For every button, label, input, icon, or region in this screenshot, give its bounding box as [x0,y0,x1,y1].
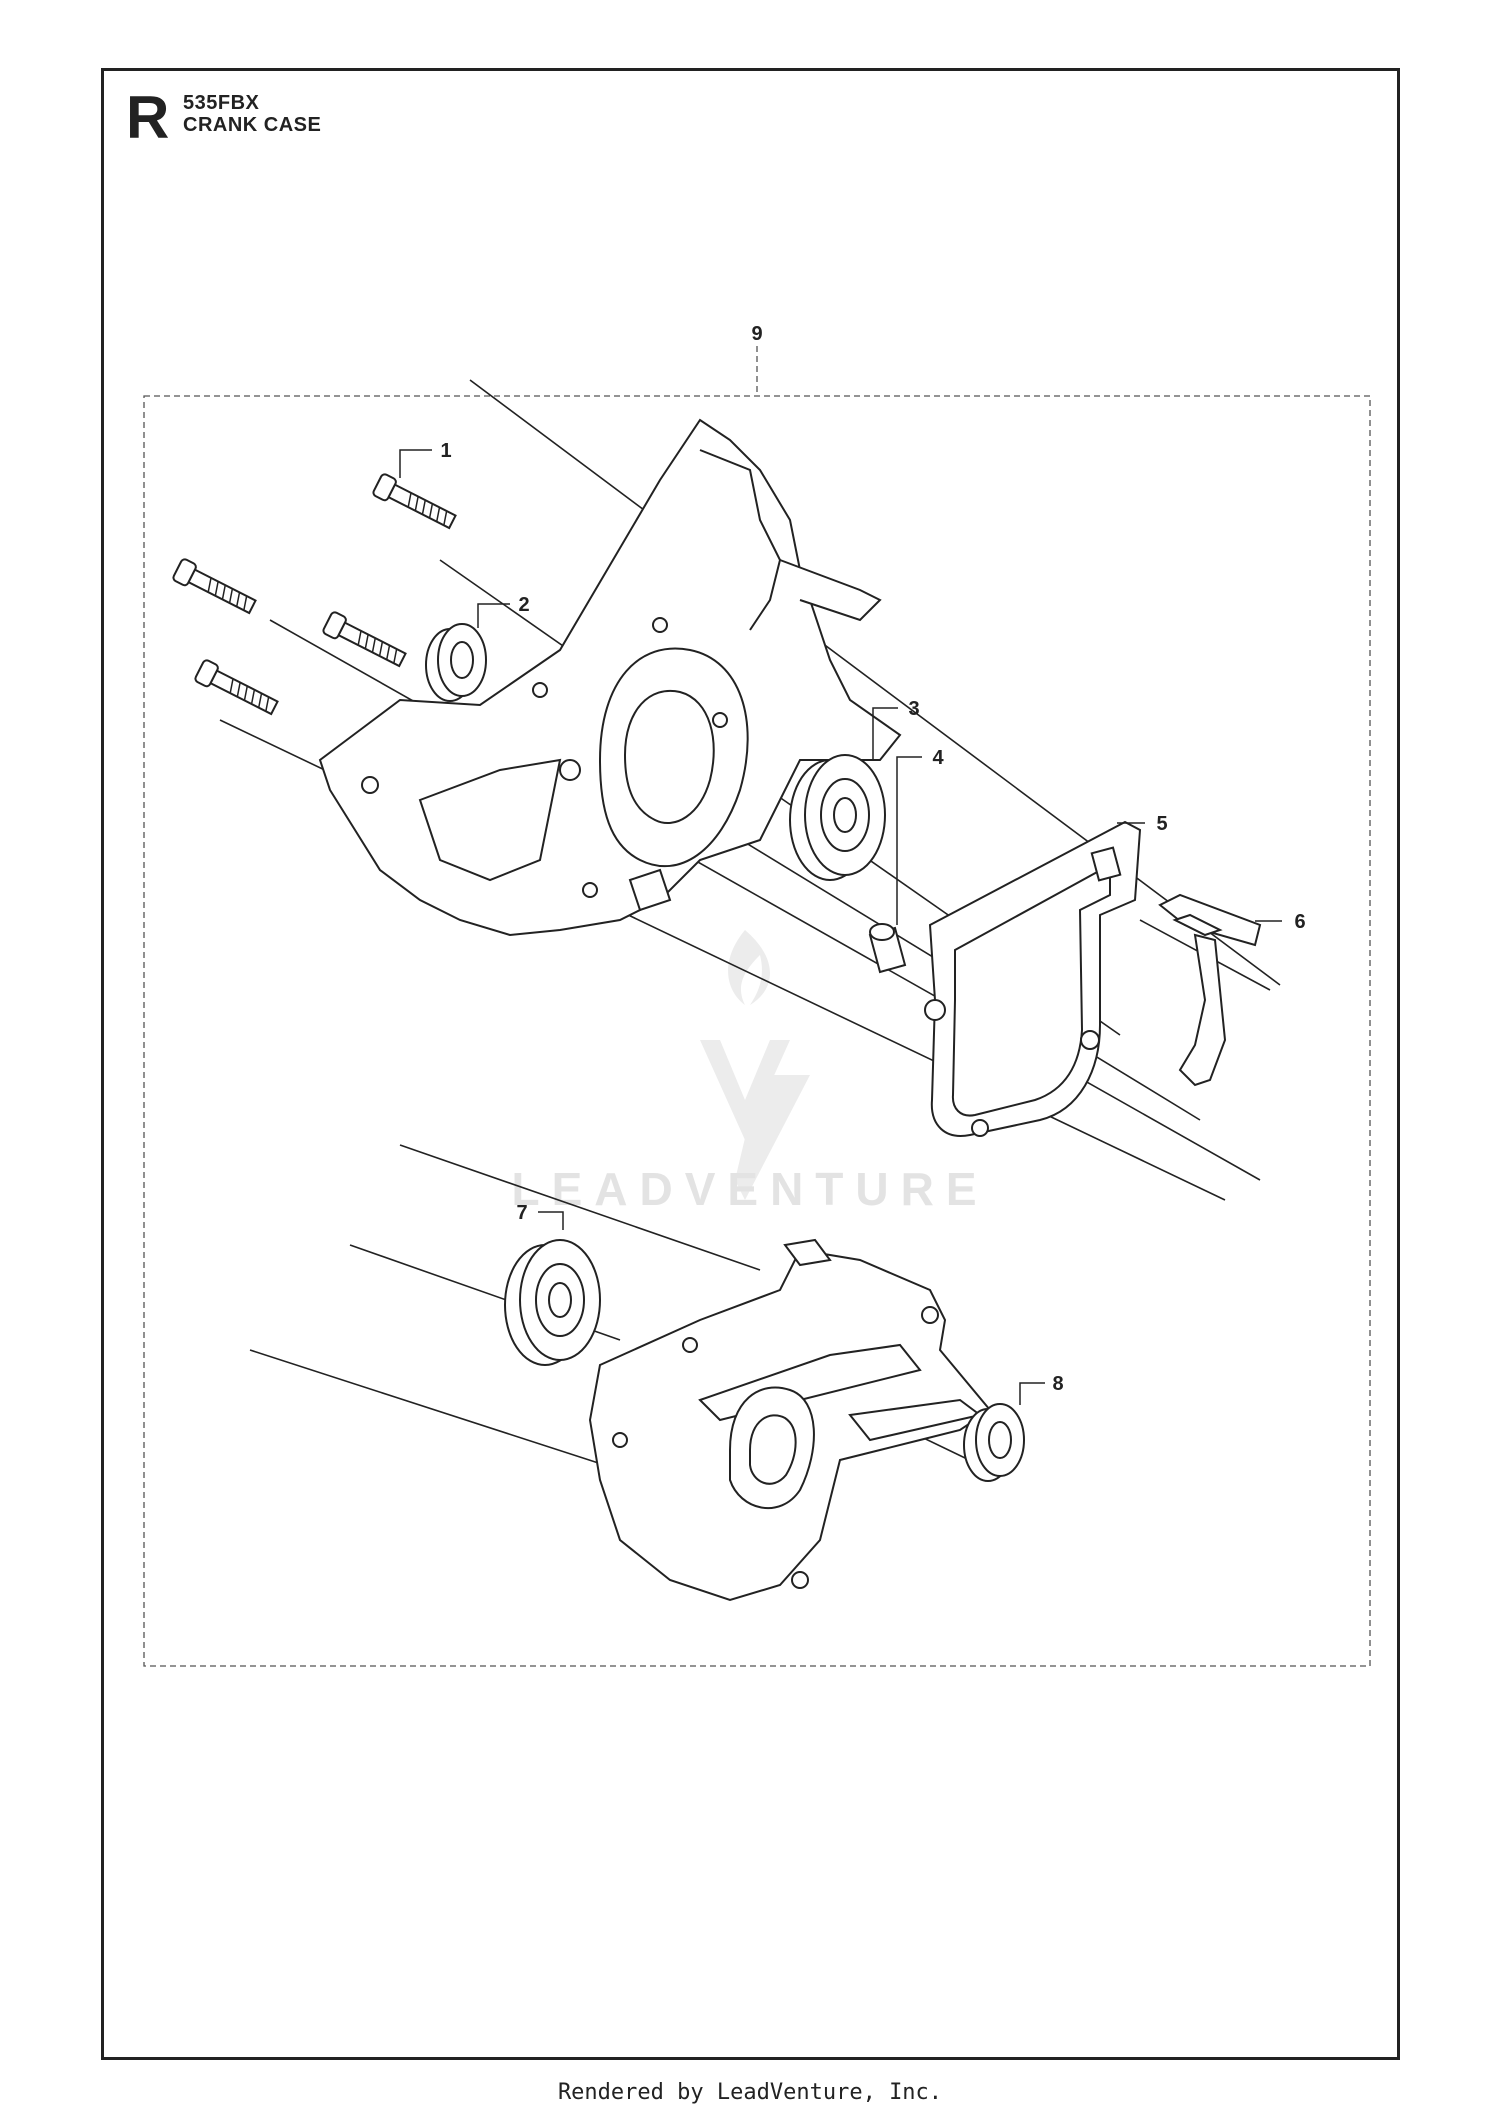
callout-6: 6 [1294,911,1305,933]
page-frame [101,68,1400,2060]
footer-credit: Rendered by LeadVenture, Inc. [557,2080,943,2105]
bracket-part [1158,893,1262,1087]
assembly-boundary [143,395,1371,1667]
title-block: 535FBX CRANK CASE [183,92,321,136]
callout-1: 1 [440,440,451,462]
screw-part [172,473,457,716]
seal-ring-part [425,623,487,702]
seal-ring-part-lower [963,1403,1025,1482]
callout-5: 5 [1156,813,1167,835]
model-name: 535FBX [183,92,260,114]
watermark-logo [700,930,810,1200]
bearing-part [789,754,886,881]
crankcase-half-lower [588,1238,992,1602]
callout-3: 3 [908,698,919,720]
bearing-part-lower [504,1239,601,1366]
crankcase-half-upper [318,418,902,937]
callout-4: 4 [932,747,944,769]
watermark-text: LEADVENTURE [511,1163,988,1215]
callout-9: 9 [751,323,762,345]
callout-8: 8 [1052,1373,1063,1395]
callout-2: 2 [518,594,529,616]
leader-lines [399,449,1282,1405]
gasket-part [924,820,1142,1137]
callout-labels: 1 2 3 4 5 6 7 8 9 [440,323,1305,1395]
page-title: CRANK CASE [183,114,322,136]
callout-7: 7 [516,1202,527,1224]
section-letter: R [126,84,170,151]
